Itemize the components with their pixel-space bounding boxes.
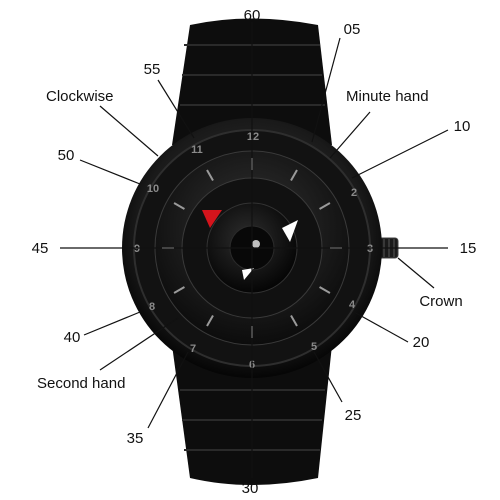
dial-number-4: 4: [349, 299, 356, 311]
dial-numbers: 12 2 3 4 5 6 7 8 9 10 11: [134, 131, 373, 371]
dial-number-5: 5: [311, 341, 317, 353]
label-55: 55: [144, 61, 161, 78]
red-triangle-icon: [202, 210, 222, 228]
label-35: 35: [127, 430, 144, 447]
dial-number-2: 2: [351, 187, 357, 199]
leader-20: [353, 311, 409, 343]
center-pin: [252, 240, 260, 248]
hour-tick: [319, 286, 331, 294]
hour-tick: [206, 169, 214, 181]
label-clockwise: Clockwise: [46, 88, 114, 105]
label-45: 45: [32, 240, 49, 257]
label-50: 50: [58, 147, 75, 164]
leader-55: [157, 79, 195, 139]
leader-35: [147, 351, 189, 429]
dial-number-11: 11: [191, 144, 203, 156]
dial-number-9: 9: [134, 243, 140, 255]
label-60: 60: [244, 7, 261, 24]
label-crown: Crown: [419, 293, 462, 310]
leader-clockwise: [99, 105, 159, 157]
dial-number-12: 12: [247, 131, 259, 143]
leader-lines: [60, 22, 449, 478]
dial-number-3: 3: [367, 243, 373, 255]
label-second-hand: Second hand: [37, 375, 125, 392]
label-10: 10: [454, 118, 471, 135]
dial-number-10: 10: [147, 183, 159, 195]
leader-40: [83, 311, 141, 336]
label-25: 25: [345, 407, 362, 424]
label-05: 05: [344, 21, 361, 38]
white-triangle-icon: [282, 220, 298, 242]
label-minute-hand: Minute hand: [346, 88, 429, 105]
hour-tick: [173, 202, 185, 210]
small-white-triangle-icon: [242, 268, 254, 280]
leader-second-hand: [99, 317, 179, 371]
hour-tick: [319, 202, 331, 210]
callout-labels: 60 05 Minute hand 10 15 Crown 20 25 30 3…: [32, 7, 477, 497]
hour-tick: [173, 286, 185, 294]
label-15: 15: [460, 240, 477, 257]
leader-25: [313, 351, 343, 403]
leader-05: [311, 37, 341, 143]
leader-50: [79, 159, 141, 185]
label-30: 30: [242, 480, 259, 497]
label-20: 20: [413, 334, 430, 351]
hour-tick: [206, 315, 214, 327]
hour-tick: [290, 169, 298, 181]
leader-crown: [397, 257, 435, 289]
label-40: 40: [64, 329, 81, 346]
dial-number-8: 8: [149, 301, 155, 313]
leader-10: [351, 129, 449, 179]
dial-number-7: 7: [190, 343, 196, 355]
leader-minute-hand: [329, 111, 371, 159]
hour-tick: [290, 315, 298, 327]
